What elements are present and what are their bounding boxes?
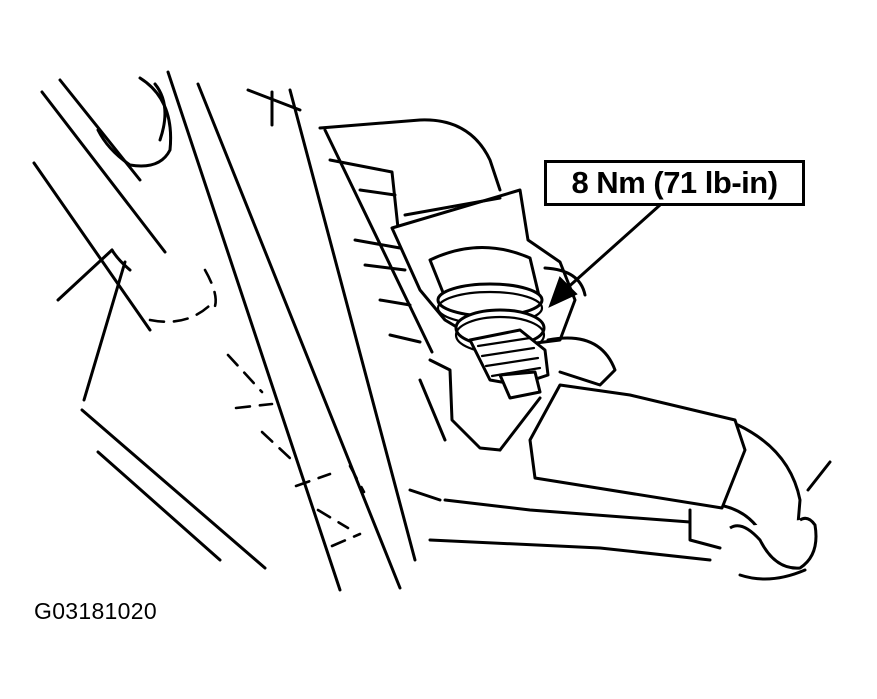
hidden-lines — [148, 268, 366, 548]
wiring-harness — [408, 383, 832, 581]
bracket-outline — [32, 70, 434, 592]
torque-specification: 8 Nm (71 lb-in) — [571, 165, 778, 200]
torque-callout: 8 Nm (71 lb-in) — [544, 160, 805, 206]
callout-leader-arrow — [548, 203, 662, 308]
figure-id: G03181020 — [34, 598, 157, 624]
sensor-housing — [318, 118, 617, 452]
